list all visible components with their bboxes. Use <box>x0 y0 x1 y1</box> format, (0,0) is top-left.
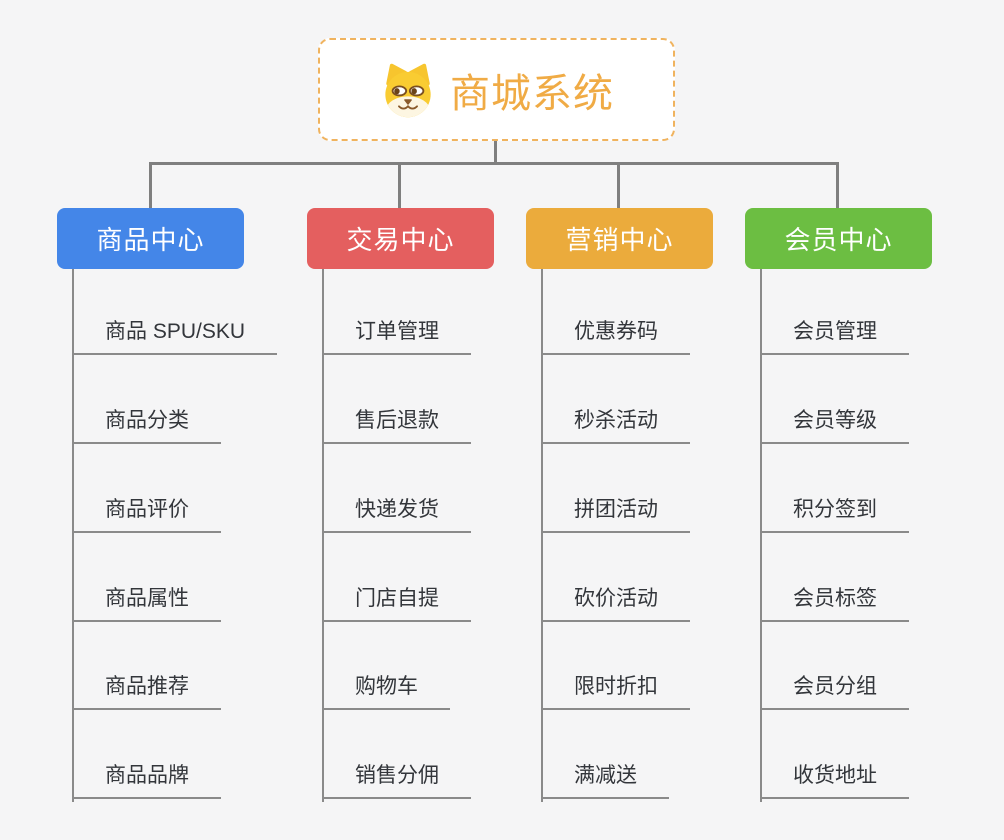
branch-member-center[interactable]: 会员中心 <box>745 208 932 269</box>
connector-trunk <box>72 269 74 802</box>
subtopic[interactable]: 销售分佣 <box>323 762 471 799</box>
branch-label: 交易中心 <box>346 225 455 255</box>
connector-drop <box>149 162 152 209</box>
branch-marketing-center[interactable]: 营销中心 <box>526 208 713 269</box>
subtopic[interactable]: 订单管理 <box>323 318 471 355</box>
subtopic[interactable]: 拼团活动 <box>542 496 690 533</box>
subtopic[interactable]: 门店自提 <box>323 585 471 622</box>
subtopic[interactable]: 快递发货 <box>323 496 471 533</box>
branch-label: 会员中心 <box>784 225 893 255</box>
subtopic[interactable]: 会员管理 <box>761 318 909 355</box>
connector-drop <box>398 162 401 209</box>
connector-trunk <box>322 269 324 802</box>
subtopic[interactable]: 限时折扣 <box>542 673 690 710</box>
subtopic[interactable]: 商品属性 <box>73 585 221 622</box>
branch-trade-center[interactable]: 交易中心 <box>307 208 494 269</box>
subtopic[interactable]: 砍价活动 <box>542 585 690 622</box>
connector-drop <box>836 162 839 209</box>
subtopic[interactable]: 会员分组 <box>761 673 909 710</box>
subtopic[interactable]: 商品 SPU/SKU <box>73 318 278 355</box>
subtopic[interactable]: 积分签到 <box>761 496 909 533</box>
subtopic[interactable]: 商品品牌 <box>73 762 221 799</box>
subtopic[interactable]: 优惠券码 <box>542 318 690 355</box>
connector-bus <box>149 162 839 165</box>
root-topic[interactable]: 商城系统 <box>318 38 675 141</box>
subtopic[interactable]: 满减送 <box>542 762 669 799</box>
connector-trunk <box>760 269 762 802</box>
subtopic[interactable]: 会员等级 <box>761 407 909 444</box>
branch-product-center[interactable]: 商品中心 <box>57 208 244 269</box>
connector-drop <box>617 162 620 209</box>
subtopic[interactable]: 商品评价 <box>73 496 221 533</box>
dog-face-icon <box>385 63 431 117</box>
branch-label: 营销中心 <box>565 225 674 255</box>
root-topic-label: 商城系统 <box>450 71 614 116</box>
subtopic[interactable]: 秒杀活动 <box>542 407 690 444</box>
subtopic[interactable]: 商品推荐 <box>73 673 221 710</box>
subtopic[interactable]: 商品分类 <box>73 407 221 444</box>
subtopic[interactable]: 售后退款 <box>323 407 471 444</box>
subtopic[interactable]: 会员标签 <box>761 585 909 622</box>
connector-root-stem <box>494 141 497 163</box>
subtopic[interactable]: 购物车 <box>323 673 450 710</box>
subtopic[interactable]: 收货地址 <box>761 762 909 799</box>
branch-label: 商品中心 <box>96 225 205 255</box>
connector-trunk <box>541 269 543 802</box>
